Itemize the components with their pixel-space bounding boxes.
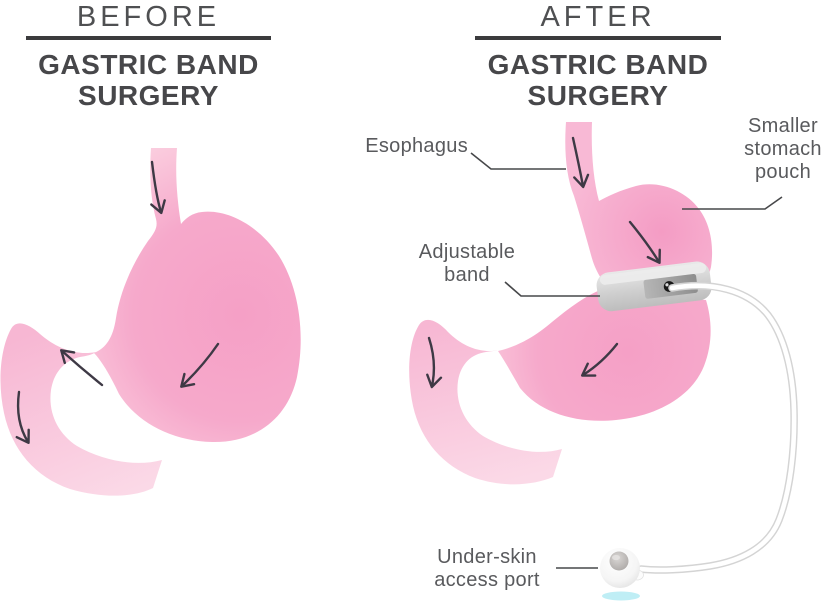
flow-arrow-body-before: [180, 342, 220, 388]
gastric-band: [596, 261, 712, 312]
flow-arrow-duodenum-after: [426, 336, 443, 389]
flow-arrows-after: [426, 136, 661, 389]
esophagus-label: Esophagus: [365, 135, 468, 157]
before-heading: BEFORE: [76, 1, 221, 33]
access-port: [600, 548, 644, 601]
port-glow-shadow: [602, 591, 640, 601]
flow-arrow-body-after: [580, 342, 619, 377]
pouch-connector-line: [682, 196, 783, 210]
band-top-highlight: [599, 262, 707, 285]
after-title: GASTRIC BAND SURGERY: [475, 49, 721, 111]
smaller-stomach-pouch-label: Smaller stomach pouch: [744, 115, 822, 183]
band-connector-line: [504, 281, 600, 297]
before-title: GASTRIC BAND SURGERY: [26, 49, 271, 111]
lower-stomach-shape-after: [498, 290, 711, 421]
flow-arrow-pylorus-before: [60, 349, 104, 387]
flow-arrow-pouch-after: [628, 220, 661, 265]
stomach-before-illustration: [0, 148, 301, 496]
adjustable-band-label: Adjustable band: [418, 241, 516, 286]
pouch-esophagus-shape-after: [565, 122, 713, 297]
under-skin-access-port-label: Under-skin access port: [434, 546, 540, 591]
band-dot-highlight: [665, 283, 669, 287]
stomach-body-shape-before: [94, 148, 301, 443]
before-title-line2: SURGERY: [78, 80, 219, 111]
port-membrane-highlight: [612, 554, 620, 561]
flow-arrows-before: [15, 160, 220, 445]
flow-arrow-duodenum-before: [15, 390, 30, 445]
after-divider-rule: [475, 36, 721, 40]
before-title-line1: GASTRIC BAND: [38, 49, 259, 80]
before-divider-rule: [26, 36, 271, 40]
tube-fill: [638, 283, 797, 573]
band-tube: [637, 282, 798, 574]
flow-arrow-esophagus-after: [571, 136, 590, 189]
duodenum-shape-after: [409, 319, 562, 485]
port-membrane: [609, 551, 629, 571]
flow-arrow-esophagus-before: [150, 160, 166, 215]
after-heading: AFTER: [540, 1, 656, 33]
after-title-line1: GASTRIC BAND: [487, 49, 709, 80]
after-title-line2: SURGERY: [527, 80, 669, 111]
stomach-after-illustration: [409, 122, 798, 601]
esophagus-connector-line: [470, 152, 566, 170]
callout-connectors: [470, 152, 783, 569]
duodenum-shape-before: [0, 323, 162, 496]
